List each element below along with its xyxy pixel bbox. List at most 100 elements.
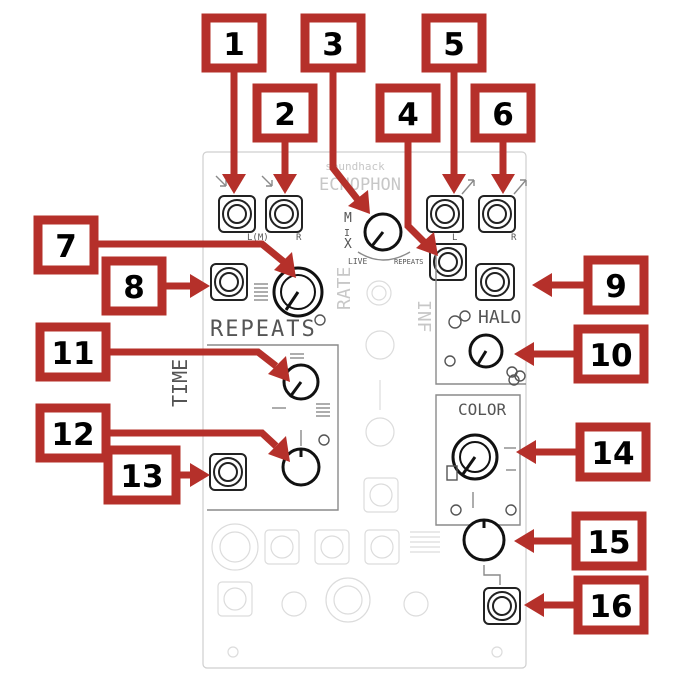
callout-label-14: 14 (591, 436, 634, 472)
repeats-cv-jack[interactable] (210, 263, 248, 301)
arrowhead-1 (222, 174, 246, 194)
callout-box-10 (573, 324, 649, 384)
callout-label-12: 12 (51, 417, 94, 453)
mix-knob[interactable] (363, 212, 403, 252)
rate-label: RATE (334, 267, 355, 310)
arrowhead-13 (190, 463, 210, 487)
output-r-jack[interactable] (478, 195, 516, 233)
output-r-label: R (511, 233, 517, 243)
callout-box-3 (300, 13, 366, 73)
arrowhead-11 (268, 356, 290, 382)
time-cv-jack[interactable] (209, 453, 247, 491)
arrowhead-7 (274, 252, 296, 278)
mix-arc (357, 251, 411, 261)
callout-label-7: 7 (55, 229, 77, 265)
arrowhead-9 (532, 273, 552, 297)
callout-label-8: 8 (123, 270, 145, 306)
arrowhead-3 (348, 190, 370, 214)
arrow-12 (106, 429, 279, 449)
arrowhead-4 (416, 232, 438, 256)
lower-section-faint (211, 523, 503, 658)
callout-label-16: 16 (589, 589, 632, 625)
input-r-label: R (296, 233, 302, 243)
callout-label-9: 9 (605, 269, 627, 305)
brand-label: soundhack (325, 160, 385, 173)
halo-cv-jack[interactable] (475, 263, 515, 301)
color-tick-left (446, 465, 458, 481)
callout-label-4: 4 (397, 97, 419, 133)
output-l-jack[interactable] (426, 195, 464, 233)
arrowhead-6 (491, 174, 515, 194)
halo-section-frame (435, 252, 526, 385)
callout-label-15: 15 (587, 525, 630, 561)
halo-cluster-icon (506, 366, 526, 386)
repeats-scale-lines (254, 283, 268, 301)
arrowhead-2 (273, 174, 297, 194)
output-l-label: L (452, 233, 457, 243)
callout-label-2: 2 (274, 97, 296, 133)
color-knob[interactable] (451, 433, 499, 481)
time-section-frame (207, 344, 339, 511)
time-label: TIME (168, 359, 192, 407)
callout-box-1 (201, 13, 267, 73)
rate-jack-faint (363, 477, 399, 513)
mix-label: M (344, 211, 352, 226)
callout-box-8 (101, 256, 167, 316)
callout-box-11 (35, 322, 111, 382)
callout-box-6 (470, 83, 536, 143)
callout-box-14 (575, 422, 651, 482)
arrowhead-10 (514, 342, 534, 366)
time-scale-lines (316, 403, 330, 417)
panel-title: ECHOPHON (319, 175, 401, 195)
rate-knob-faint (365, 330, 395, 360)
mix-repeats-label: REPEATS (394, 258, 424, 266)
callout-box-7 (33, 215, 99, 275)
color-cv-jack[interactable] (483, 587, 521, 625)
callout-label-1: 1 (223, 27, 245, 63)
input-l-label: L(M) (247, 233, 269, 243)
arrowhead-12 (268, 436, 290, 462)
arrowhead-16 (524, 593, 544, 617)
halo-led (444, 355, 456, 367)
repeats-led (314, 314, 326, 326)
time-attenuator-knob[interactable] (281, 447, 321, 487)
rate-jack-faint-inner (369, 483, 393, 507)
callout-box-16 (573, 575, 649, 635)
callout-box-15 (571, 511, 647, 571)
halo-knob[interactable] (468, 333, 504, 369)
color-path (483, 565, 501, 585)
color-led-2 (505, 504, 517, 516)
rate-led-inner (371, 285, 387, 301)
mix-cv-jack[interactable] (429, 243, 467, 281)
arrowhead-8 (190, 274, 210, 298)
input-arrow-icon-l (215, 175, 227, 187)
callout-box-12 (35, 403, 111, 463)
callout-box-13 (103, 445, 181, 505)
color-section-frame (435, 394, 521, 526)
time-knob[interactable] (282, 363, 320, 401)
rate-led-ring (366, 280, 392, 306)
rate-knob-faint-2 (365, 417, 395, 447)
time-scale-top (290, 353, 304, 359)
input-r-jack[interactable] (265, 195, 303, 233)
mix-label-x2: X (344, 237, 352, 252)
repeats-knob[interactable] (272, 266, 324, 318)
color-led (450, 504, 462, 516)
arrowhead-14 (516, 440, 536, 464)
arrowhead-5 (442, 174, 466, 194)
callout-label-11: 11 (51, 336, 94, 372)
callout-label-5: 5 (443, 27, 465, 63)
input-l-jack[interactable] (218, 195, 256, 233)
color-attenuator-knob[interactable] (462, 518, 506, 562)
mix-label-x: I (344, 228, 350, 239)
color-label: COLOR (458, 400, 507, 419)
arrow-3 (329, 68, 361, 203)
halo-label: HALO (478, 307, 521, 328)
rate-side-label: INF (413, 300, 434, 333)
mix-live-label: LIVE (348, 257, 367, 266)
halo-icon (448, 310, 471, 329)
repeats-label: REPEATS (210, 317, 317, 342)
callout-box-4 (375, 83, 441, 143)
callout-label-10: 10 (589, 338, 632, 374)
